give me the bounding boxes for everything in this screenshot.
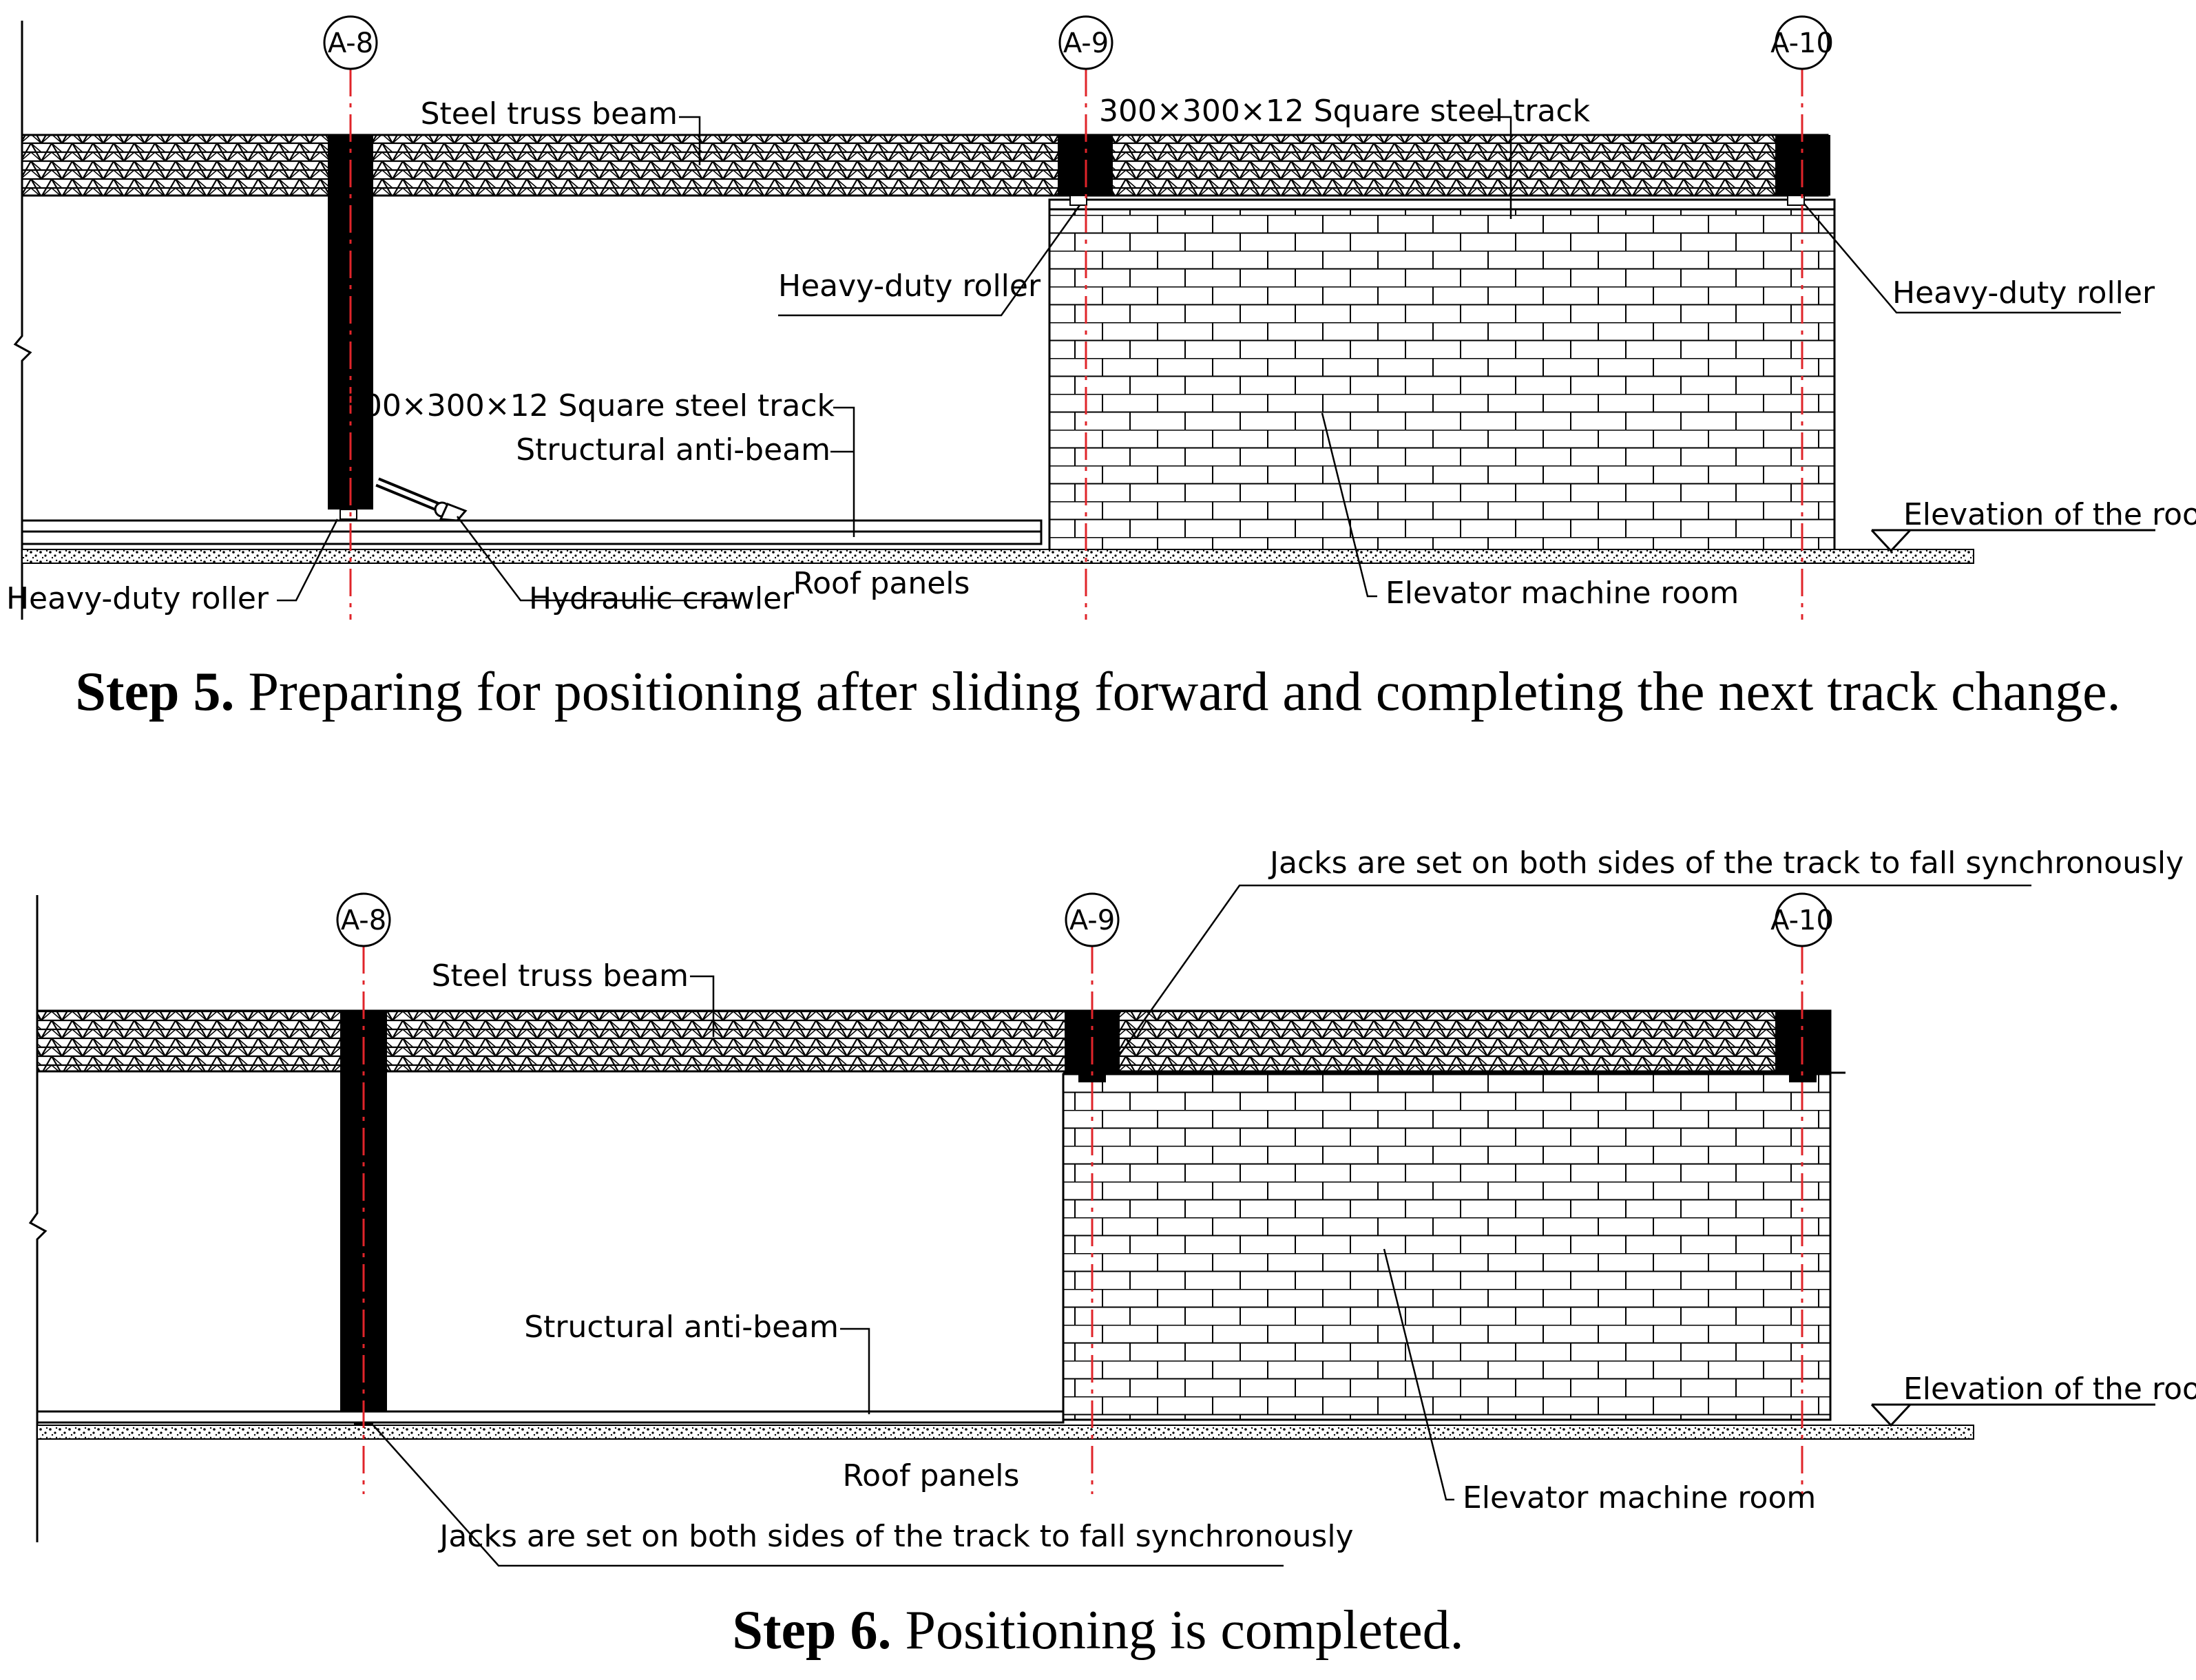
elevator-machine-room — [1048, 207, 1836, 554]
label-structural-anti-beam: Structural anti-beam — [516, 432, 830, 468]
square-steel-track-upper — [1048, 198, 1836, 211]
jack-a10 — [1789, 1071, 1817, 1082]
leader-lines-2 — [373, 884, 2031, 1567]
axis-label-a8: A-8 — [328, 28, 373, 59]
axis-label-a8-2: A-8 — [341, 905, 386, 936]
label-elevation-roof: Elevation of the roof — [1903, 497, 2196, 532]
square-steel-track-lower — [21, 519, 1043, 533]
label-elevator-machine-room: Elevator machine room — [1385, 576, 1739, 611]
wall-break-line — [13, 21, 32, 620]
label-structural-anti-beam-2: Structural anti-beam — [524, 1310, 839, 1345]
roof-panels — [21, 549, 1974, 564]
elevation-symbol-2 — [1870, 1403, 2155, 1427]
axis-label-a10-2: A-10 — [1770, 905, 1834, 936]
structural-anti-beam — [21, 530, 1043, 545]
label-hydraulic-crawler: Hydraulic crawler — [529, 581, 795, 616]
label-roof-panels: Roof panels — [793, 566, 970, 601]
label-heavy-duty-roller-right: Heavy-duty roller — [1892, 275, 2155, 311]
roof-panels-2 — [36, 1425, 1974, 1440]
axis-label-a10: A-10 — [1770, 28, 1834, 59]
axis-lines-2 — [362, 946, 1803, 1494]
column-a8-2 — [340, 1011, 387, 1420]
step5-caption-bold: Step 5. — [75, 662, 235, 722]
axis-bubbles — [323, 15, 1830, 70]
label-roof-panels-2: Roof panels — [843, 1458, 1020, 1493]
steel-truss-beam — [21, 134, 1829, 197]
label-steel-truss-beam-2: Steel truss beam — [432, 958, 689, 994]
axis-lines — [349, 69, 1803, 620]
steel-truss-beam-2 — [36, 1009, 1832, 1073]
wall-break-line-2 — [28, 895, 48, 1542]
label-jacks-top: Jacks are set on both sides of the track… — [1268, 846, 2184, 881]
label-steel-truss-beam: Steel truss beam — [421, 96, 678, 132]
step5-drawing: A-8 A-9 A-10 Steel truss beam 300×300×12… — [6, 15, 2196, 620]
label-square-steel-track-top: 300×300×12 Square steel track — [1099, 94, 1591, 129]
axis-bubbles-2 — [336, 892, 1830, 947]
step5-caption: Step 5. Preparing for positioning after … — [0, 658, 2196, 726]
label-heavy-duty-roller-mid: Heavy-duty roller — [778, 269, 1041, 304]
hydraulic-crawler — [375, 477, 468, 522]
step6-caption: Step 6. Positioning is completed. — [0, 1596, 2196, 1665]
step5-caption-text: Preparing for positioning after sliding … — [234, 662, 2121, 722]
jack-a9 — [1078, 1071, 1106, 1082]
label-square-steel-track-low: 300×300×12 Square steel track — [344, 388, 835, 423]
label-elevator-machine-room-2: Elevator machine room — [1463, 1480, 1816, 1515]
elevator-machine-room-2 — [1062, 1073, 1832, 1421]
axis-label-a9: A-9 — [1063, 28, 1109, 59]
leader-lines — [277, 116, 2121, 602]
label-jacks-bottom: Jacks are set on both sides of the track… — [437, 1519, 1353, 1554]
roller-a9 — [1069, 195, 1087, 206]
step6-drawing: A-8 A-9 A-10 Jacks are set on both sides… — [28, 846, 2196, 1567]
label-heavy-duty-roller-left: Heavy-duty roller — [6, 581, 269, 616]
label-elevation-roof-2: Elevation of the roof — [1903, 1372, 2196, 1407]
elevation-symbol — [1870, 529, 2155, 553]
structural-anti-beam-2 — [36, 1410, 1065, 1424]
roller-a10 — [1787, 195, 1805, 206]
step6-caption-text: Positioning is completed. — [891, 1600, 1464, 1661]
roller-a8 — [339, 509, 357, 520]
step6-caption-bold: Step 6. — [732, 1600, 892, 1661]
axis-label-a9-2: A-9 — [1069, 905, 1115, 936]
